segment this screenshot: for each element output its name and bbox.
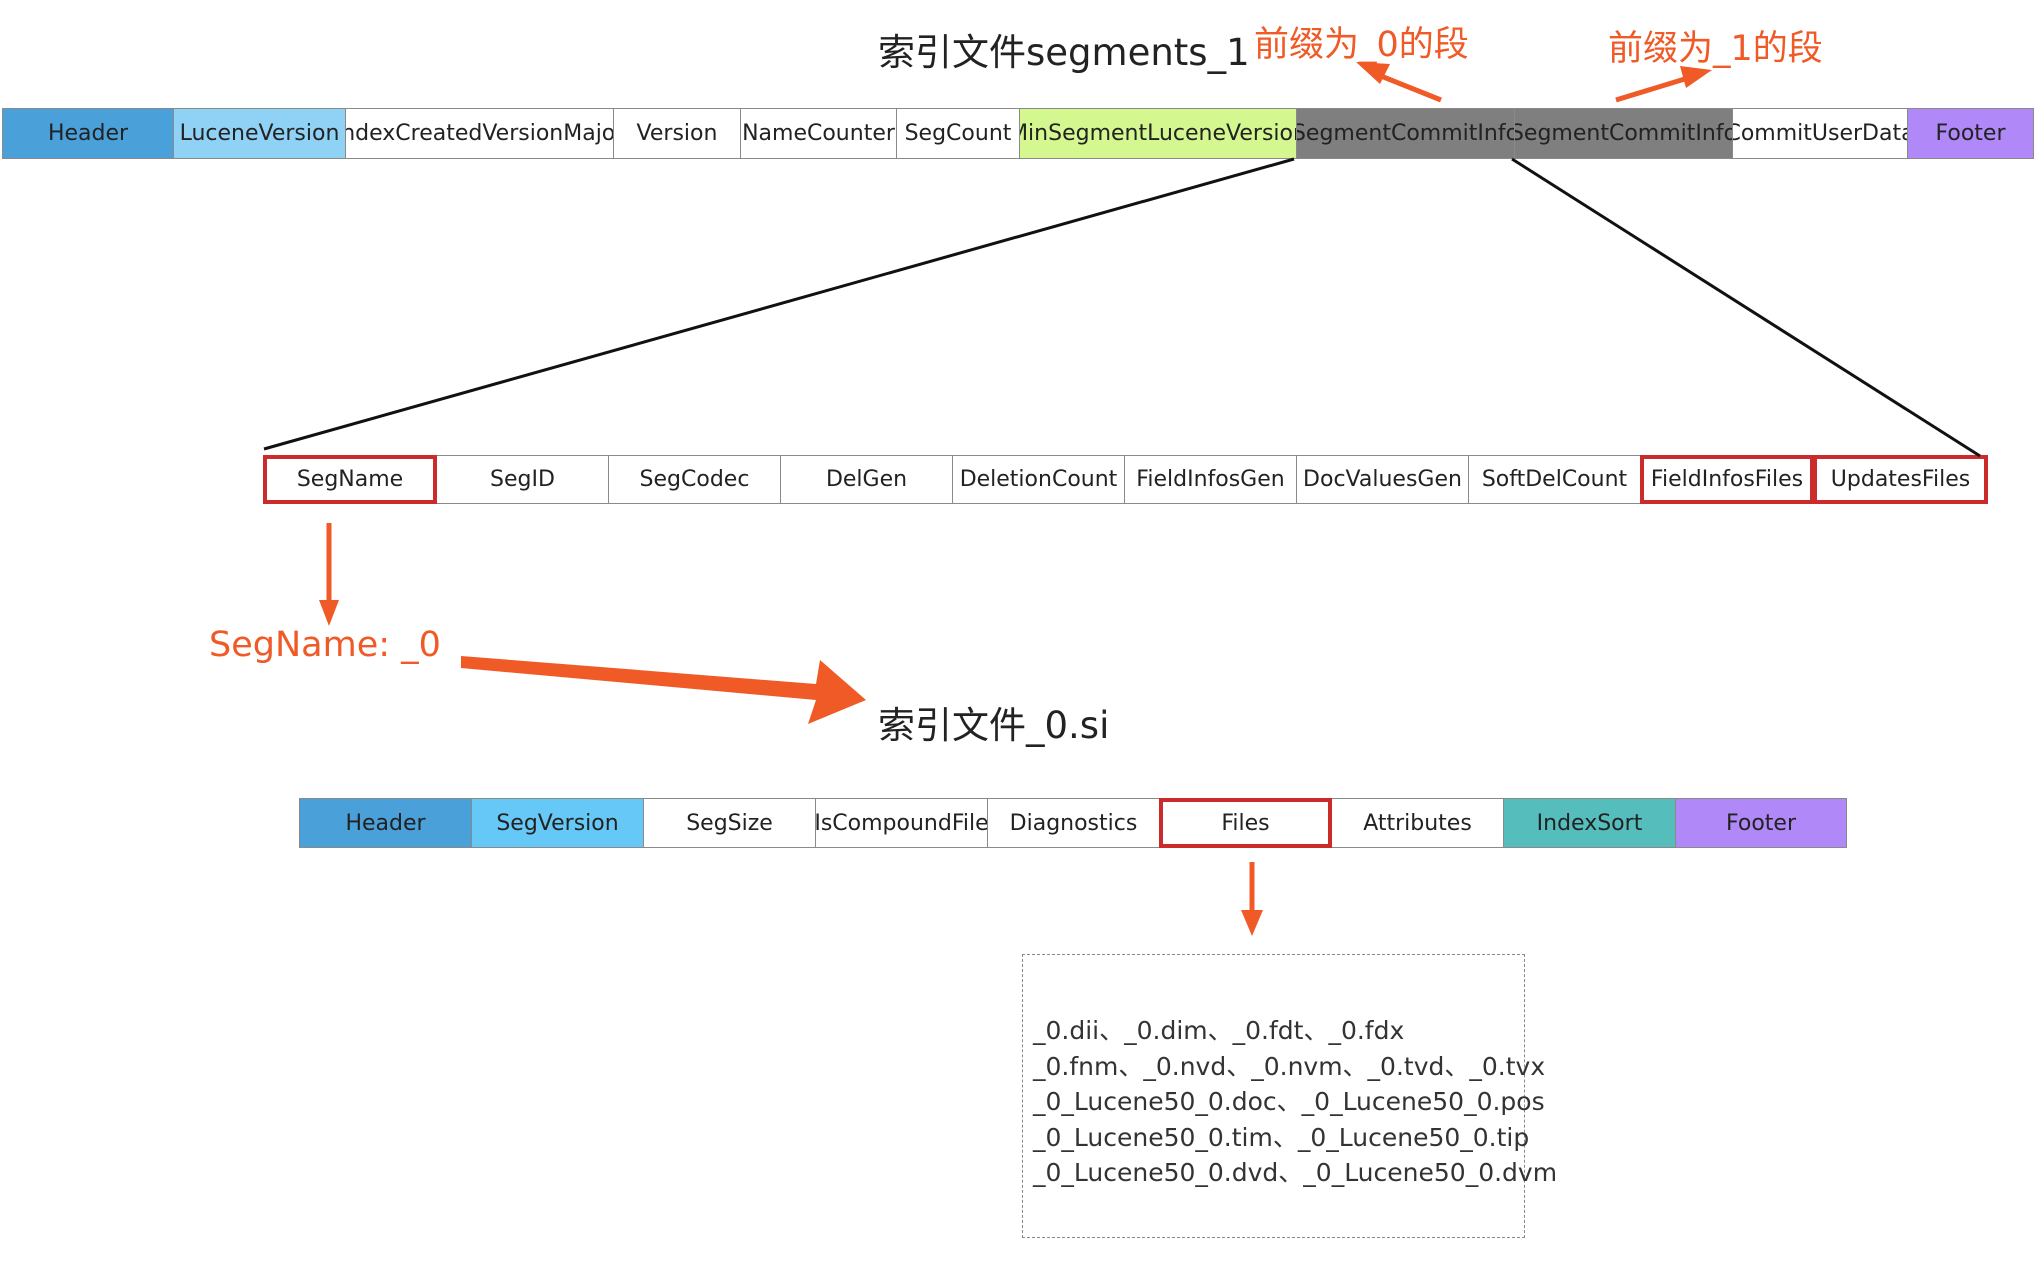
si-field-seg-version: SegVersion xyxy=(471,798,644,848)
expand-line-right xyxy=(1511,157,1981,458)
field-segment-commit-info-0: SegmentCommitInfo xyxy=(1296,108,1515,159)
segment-commit-info-structure: SegName SegID SegCodec DelGen DeletionCo… xyxy=(263,455,1988,504)
si-field-seg-size: SegSize xyxy=(643,798,816,848)
field-footer: Footer xyxy=(1907,108,2034,159)
files-list-line: _0.fnm、_0.nvd、_0.nvm、_0.tvd、_0.tvx xyxy=(1033,1051,1546,1081)
si-field-footer: Footer xyxy=(1675,798,1847,848)
files-list-line: _0.dii、_0.dim、_0.fdt、_0.fdx xyxy=(1033,1016,1405,1045)
si-field-is-compound-file: IsCompoundFile xyxy=(815,798,988,848)
field-soft-del-count: SoftDelCount xyxy=(1468,455,1641,504)
files-list-box: _0.dii、_0.dim、_0.fdt、_0.fdx _0.fnm、_0.nv… xyxy=(1022,954,1558,1238)
arrow-to-si-file xyxy=(461,656,866,724)
field-del-gen: DelGen xyxy=(780,455,953,504)
segments-file-title: 索引文件segments_1 xyxy=(878,31,1250,74)
expand-line-left xyxy=(263,157,1295,451)
field-deletion-count: DeletionCount xyxy=(952,455,1125,504)
field-field-infos-files: FieldInfosFiles xyxy=(1640,455,1814,504)
si-field-files: Files xyxy=(1159,798,1332,848)
field-lucene-version: LuceneVersion xyxy=(173,108,346,159)
arrow-segname-down-head xyxy=(319,600,339,626)
field-doc-values-gen: DocValuesGen xyxy=(1296,455,1469,504)
arrow-files-down-head xyxy=(1241,910,1263,936)
prefix-0-annotation: 前缀为_0的段 xyxy=(1254,25,1469,65)
si-field-attributes: Attributes xyxy=(1331,798,1504,848)
files-list-line: _0_Lucene50_0.doc、_0_Lucene50_0.pos xyxy=(1033,1087,1545,1116)
arrow-prefix-1-shaft xyxy=(1615,75,1689,103)
si-field-diagnostics: Diagnostics xyxy=(987,798,1160,848)
si-field-header: Header xyxy=(299,798,472,848)
field-header: Header xyxy=(2,108,174,159)
field-updates-files: UpdatesFiles xyxy=(1813,455,1988,504)
field-seg-id: SegID xyxy=(436,455,609,504)
si-file-structure: Header SegVersion SegSize IsCompoundFile… xyxy=(299,798,1847,848)
field-name-counter: NameCounter xyxy=(740,108,897,159)
field-index-created-version-major: IndexCreatedVersionMajor xyxy=(345,108,614,159)
field-seg-name: SegName xyxy=(263,455,437,504)
segments-file-structure: Header LuceneVersion IndexCreatedVersion… xyxy=(2,108,2034,159)
prefix-1-annotation: 前缀为_1的段 xyxy=(1608,29,1823,69)
segname-value-note: SegName: _0 xyxy=(209,625,441,665)
field-seg-count: SegCount xyxy=(896,108,1020,159)
si-field-index-sort: IndexSort xyxy=(1503,798,1676,848)
arrow-prefix-0-shaft xyxy=(1375,71,1442,103)
field-field-infos-gen: FieldInfosGen xyxy=(1124,455,1297,504)
files-list-line: _0_Lucene50_0.dvd、_0_Lucene50_0.dvm xyxy=(1033,1158,1558,1187)
field-version: Version xyxy=(613,108,741,159)
field-segment-commit-info-1: SegmentCommitInfo xyxy=(1514,108,1733,159)
field-min-segment-lucene-version: MinSegmentLuceneVersion xyxy=(1019,108,1297,159)
field-seg-codec: SegCodec xyxy=(608,455,781,504)
si-file-title: 索引文件_0.si xyxy=(878,704,1110,747)
field-commit-user-data: CommitUserData xyxy=(1732,108,1908,159)
files-list-line: _0_Lucene50_0.tim、_0_Lucene50_0.tip xyxy=(1033,1122,1530,1152)
